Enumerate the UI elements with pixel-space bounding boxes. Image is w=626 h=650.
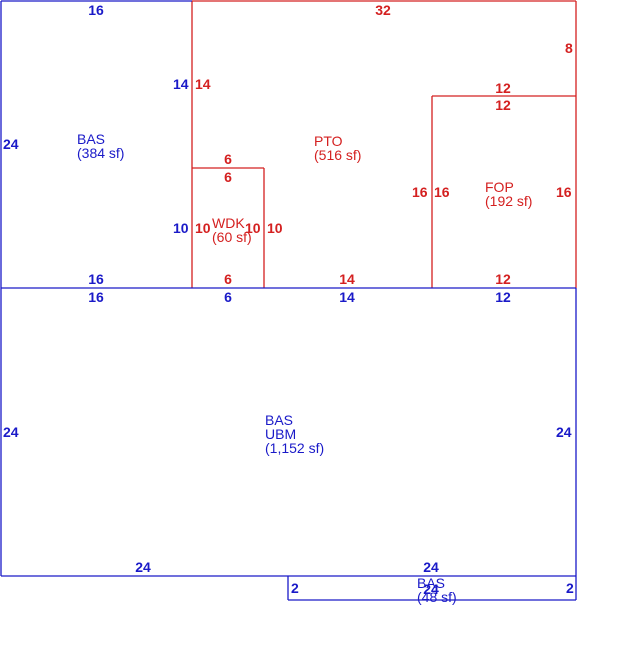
dim-small-left: 2 — [291, 580, 299, 596]
dim-ubm-right: 24 — [556, 424, 572, 440]
dim-red-bottom-wdk: 6 — [224, 271, 232, 287]
area-size: (60 sf) — [212, 229, 252, 245]
area-name: FOP — [485, 179, 514, 195]
dim-fop-top-outer: 12 — [495, 80, 511, 96]
area-sub: UBM — [265, 426, 297, 442]
red-outlines — [191, 0, 577, 288]
dim-wdk-top-outer: 6 — [224, 151, 232, 167]
area-size: (1,152 sf) — [265, 440, 325, 456]
dim-wdk-left-inner: 10 — [195, 220, 211, 236]
area-label-fop: FOP (192 sf) — [485, 180, 532, 208]
area-size: (192 sf) — [485, 193, 533, 209]
dim-bas-upper-top: 16 — [88, 2, 104, 18]
dim-wdk-right-inner: 10 — [245, 220, 261, 236]
dim-ubm-bottom-right: 24 — [423, 559, 439, 575]
area-size: (48 sf) — [417, 589, 457, 605]
dim-pto-left: 14 — [195, 76, 211, 92]
area-name: BAS — [265, 412, 294, 428]
area-size: (384 sf) — [77, 145, 125, 161]
dim-ubm-top-pto: 14 — [339, 289, 355, 305]
area-label-pto: PTO (516 sf) — [314, 134, 361, 162]
dim-ubm-bottom: 24 — [135, 559, 151, 575]
dim-bas-upper-right: 14 — [173, 76, 189, 92]
dim-fop-left-inner: 16 — [434, 184, 450, 200]
area-name: BAS — [77, 131, 106, 147]
dim-fop-left-outer: 16 — [412, 184, 428, 200]
dim-red-bottom-pto: 14 — [339, 271, 355, 287]
dim-bas-upper-bottom: 16 — [88, 271, 104, 287]
dim-ubm-top-wdk: 6 — [224, 289, 232, 305]
area-label-bas-small: BAS (48 sf) — [417, 576, 457, 604]
area-name: BAS — [417, 575, 446, 591]
area-label-wdk: WDK (60 sf) — [212, 216, 252, 244]
dim-wdk-right-outer: 10 — [267, 220, 283, 236]
dim-bas-upper-left: 24 — [3, 136, 19, 152]
dim-fop-top-inner: 12 — [495, 97, 511, 113]
blue-outlines — [0, 0, 577, 601]
dim-small-bottom: 24 — [423, 581, 439, 597]
dim-ubm-left: 24 — [3, 424, 19, 440]
dim-pto-top: 32 — [375, 2, 391, 18]
dim-wdk-left-outer: 10 — [173, 220, 189, 236]
dim-ubm-top-fop: 12 — [495, 289, 511, 305]
dim-fop-right: 16 — [556, 184, 572, 200]
dim-red-bottom-fop: 12 — [495, 271, 511, 287]
area-size: (516 sf) — [314, 147, 362, 163]
area-label-bas-ubm: BAS UBM (1,152 sf) — [265, 413, 324, 455]
area-name: PTO — [314, 133, 343, 149]
dim-small-right: 2 — [566, 580, 574, 596]
dim-wdk-top-inner: 6 — [224, 169, 232, 185]
dim-pto-right: 8 — [565, 40, 573, 56]
area-name: WDK — [212, 215, 245, 231]
area-label-bas-upper: BAS (384 sf) — [77, 132, 124, 160]
dim-ubm-top-left: 16 — [88, 289, 104, 305]
